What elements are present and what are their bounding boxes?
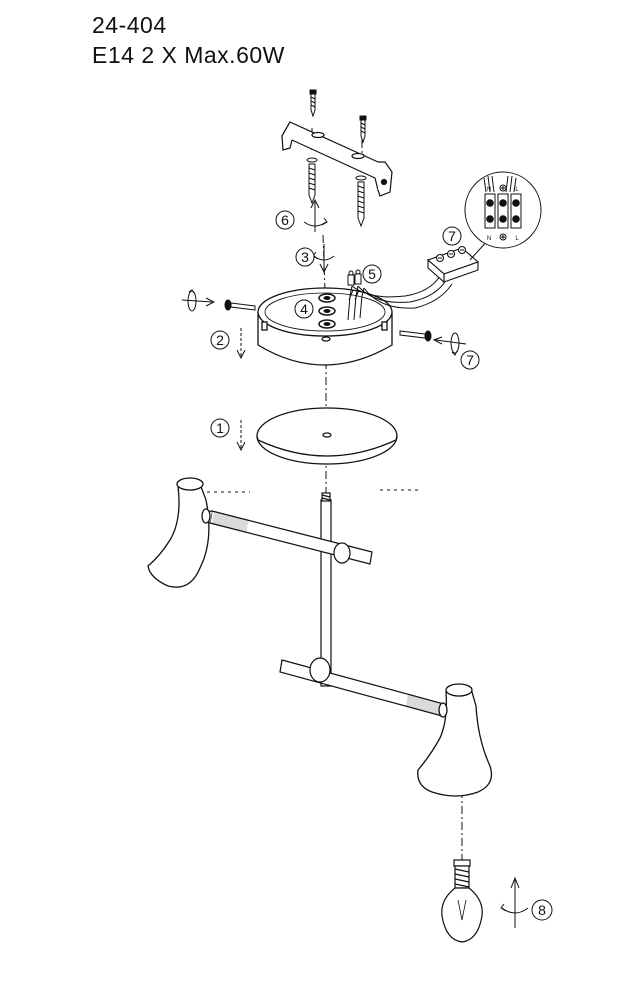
svg-text:2: 2: [216, 332, 224, 348]
bulb-spec: E14 2 X Max.60W: [92, 42, 285, 68]
lower-shade: [417, 683, 493, 797]
ceiling-plate: [256, 407, 398, 465]
svg-text:7: 7: [466, 352, 474, 368]
nut-and-washers: [318, 293, 336, 329]
canopy-screw-right: [399, 330, 432, 342]
terminal-block: [426, 245, 480, 284]
lower-arm: [279, 657, 445, 717]
center-rod: [320, 492, 332, 687]
mounting-bracket: [281, 121, 393, 197]
terminal-letters: N L N L: [487, 187, 520, 242]
wire-ends: [347, 269, 362, 286]
svg-text:N: N: [487, 236, 491, 242]
svg-text:N: N: [487, 187, 491, 193]
center-axis: [200, 128, 463, 860]
model-number: 24-404: [92, 12, 167, 38]
step-8-rotate-up-icon: [500, 876, 529, 928]
step-7-terminal-label: 7: [442, 226, 462, 246]
svg-text:4: 4: [300, 301, 308, 317]
upper-shade: [147, 477, 211, 588]
wire-bundle: [347, 275, 453, 321]
step-4-label: 4: [294, 299, 314, 319]
step-5-label: 5: [362, 264, 382, 284]
step-8-label: 8: [531, 899, 553, 921]
svg-text:L: L: [515, 236, 519, 242]
step-1-down-arrow: [236, 420, 246, 452]
step-6-label: 6: [275, 210, 295, 230]
svg-text:L: L: [515, 187, 519, 193]
step-6-rotate-up-icon: [303, 198, 328, 232]
wall-plug-right: [355, 175, 367, 228]
rotate-screw-left-icon: [181, 289, 216, 312]
step-2-label: 2: [210, 330, 230, 350]
svg-text:7: 7: [448, 228, 456, 244]
step-1-label: 1: [210, 418, 230, 438]
step-3-label: 3: [295, 247, 315, 267]
title-block: 24-404 E14 2 X Max.60W: [92, 10, 285, 70]
step-2-down-arrow: [236, 328, 246, 360]
rotate-screw-right-icon: [432, 332, 467, 356]
svg-text:6: 6: [281, 212, 289, 228]
svg-text:1: 1: [216, 420, 224, 436]
canopy-screw-left: [224, 299, 256, 311]
light-bulb: [441, 859, 483, 943]
step-7-screw-label: 7: [460, 350, 480, 370]
svg-text:5: 5: [368, 266, 376, 282]
wiring-detail-callout: [464, 171, 542, 261]
ceiling-screw-left: [309, 89, 317, 118]
upper-arm: [203, 510, 373, 565]
svg-text:8: 8: [538, 902, 546, 918]
wall-plug-left: [306, 157, 318, 205]
svg-text:3: 3: [301, 249, 309, 265]
step-3-rotate-down-icon: [312, 244, 335, 274]
ceiling-screw-right: [359, 115, 367, 144]
